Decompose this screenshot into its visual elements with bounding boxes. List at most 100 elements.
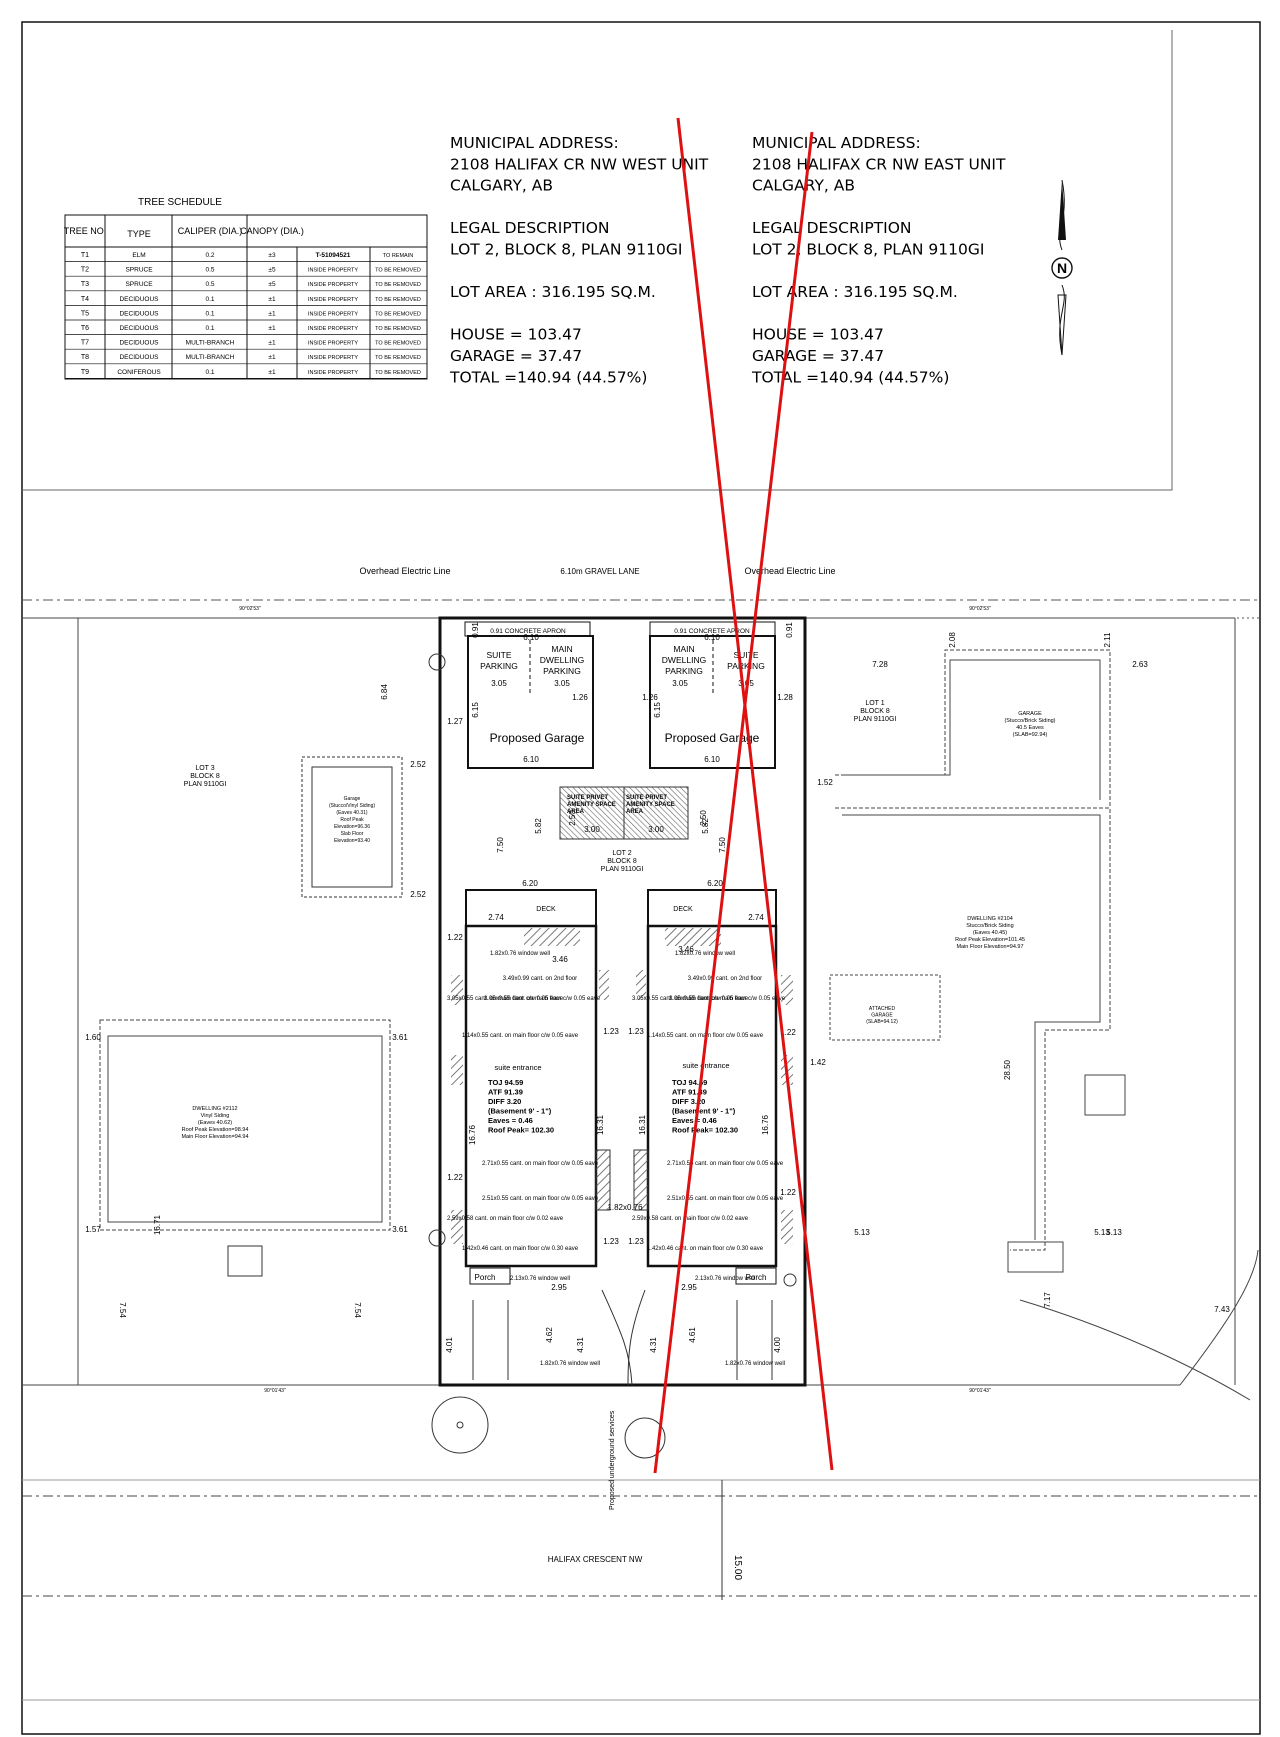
info-line: TOTAL =140.94 (44.57%)	[751, 368, 949, 386]
west-garage-label: Proposed Garage	[490, 731, 585, 745]
dimension-label: 0.91	[785, 622, 794, 638]
dimension-label: 5.82	[534, 818, 543, 834]
note-line: 1.82x0.76 window well	[490, 951, 550, 957]
dimension-label: 4.62	[545, 1327, 554, 1343]
dimension-label: 4.01	[445, 1337, 454, 1353]
gravel-lane: 6.10m GRAVEL LANE Overhead Electric Line…	[22, 566, 1260, 619]
north-arrow-icon: N	[1051, 179, 1073, 356]
tree-type: ELM	[132, 252, 145, 259]
dimension-label: 1.22	[780, 1188, 796, 1197]
dimension-label: 3.46	[552, 955, 568, 964]
text-line: Vinyl Siding	[201, 1113, 230, 1119]
text-line: BLOCK 8	[190, 773, 220, 780]
dimension-label: 6.10	[523, 633, 539, 642]
dimension-label: 2.74	[488, 913, 504, 922]
text-line: BLOCK 8	[607, 858, 637, 865]
tree-action: TO BE REMOVED	[375, 326, 421, 332]
note-line: 1.42x0.46 cant. on main floor c/w 0.30 e…	[647, 1246, 764, 1252]
tree-location: INSIDE PROPERTY	[308, 370, 358, 376]
tree-caliper: 0.1	[205, 369, 214, 376]
dimension-label: 3.61	[392, 1033, 408, 1042]
lane-label: 6.10m GRAVEL LANE	[560, 567, 639, 576]
dimension-label: 1.82x0.76	[607, 1203, 643, 1212]
info-line: TOTAL =140.94 (44.57%)	[449, 368, 647, 386]
info-line: 2108 HALIFAX CR NW WEST UNIT	[450, 155, 709, 173]
header-canopy: CANOPY (DIA.)	[240, 226, 304, 236]
text-line: Eaves = 0.46	[488, 1116, 533, 1125]
tree-caliper: MULTI-BRANCH	[186, 340, 235, 347]
note-line: 2.51x0.55 cant. on main floor c/w 0.05 e…	[667, 1196, 784, 1202]
tree-canopy: ±5	[268, 267, 276, 274]
dimension-label: 1.22	[447, 1173, 463, 1182]
dimension-label: 5.13	[1094, 1228, 1110, 1237]
text-line: LOT 3	[195, 765, 214, 772]
dimension-label: 1.23	[628, 1237, 644, 1246]
north-label: N	[1057, 260, 1067, 276]
dimension-label: 1.27	[447, 717, 463, 726]
tree-caliper: 0.2	[205, 252, 214, 259]
tree-action: TO BE REMOVED	[375, 370, 421, 376]
tree-canopy: ±3	[268, 252, 276, 259]
tree-location: T-51094521	[316, 252, 351, 259]
note-line: 1.82x0.76 window well	[725, 1361, 785, 1367]
note-line: 1.82x0.76 window well	[675, 951, 735, 957]
lot1-garage: GARAGE(Stucco/Brick Siding)40.5 Eaves(SL…	[835, 649, 1111, 808]
info-line: LOT AREA : 316.195 SQ.M.	[450, 283, 656, 301]
tree-no: T8	[81, 354, 89, 361]
dimension-label: 4.61	[688, 1327, 697, 1343]
note-line: 2.71x0.55 cant. on main floor c/w 0.05 e…	[482, 1161, 599, 1167]
info-line: HOUSE = 103.47	[752, 326, 884, 344]
tree-location: INSIDE PROPERTY	[308, 355, 358, 361]
note-line: 3.49x0.99 cant. on 2nd floor	[688, 976, 762, 982]
header-caliper: CALIPER (DIA.)	[178, 226, 243, 236]
info-line: HOUSE = 103.47	[450, 326, 582, 344]
text-line: Eaves = 0.46	[672, 1116, 717, 1125]
text-line: Slab Floor	[341, 831, 364, 837]
tree-canopy: ±1	[268, 310, 276, 317]
note-line: 3.05x0.55 cant. on main floor c/w 0.05 e…	[669, 996, 786, 1002]
west-porch: Porch	[475, 1273, 496, 1282]
title-block-border	[22, 30, 1173, 491]
front-walkways	[472, 1289, 773, 1386]
dimension-label: 1.22	[780, 1028, 796, 1037]
dimension-label: 6.20	[522, 879, 538, 888]
text-line: LOT 1	[865, 700, 884, 707]
tree-no: T6	[81, 325, 89, 332]
concrete-apron: 0.91 CONCRETE APRON 0.91 CONCRETE APRON	[464, 621, 776, 637]
dimension-label: 5.13	[854, 1228, 870, 1237]
text-line: 40.5 Eaves	[1016, 725, 1044, 731]
dimension-label: 7.43	[1214, 1305, 1230, 1314]
dimension-label: 3.46	[678, 945, 694, 954]
tree-type: CONIFEROUS	[117, 369, 161, 376]
text-line: PLAN 9110GI	[184, 781, 227, 788]
text-line: Roof Peak= 102.30	[672, 1126, 738, 1135]
tree-type: DECIDUOUS	[119, 354, 159, 361]
info-line: GARAGE = 37.47	[752, 347, 884, 365]
dimension-label: 1.26	[572, 693, 588, 702]
dimension-label: 1.57	[85, 1225, 101, 1234]
dimension-label: 3.00	[584, 825, 600, 834]
dimension-label: 6.15	[653, 702, 662, 718]
bearing-top-left: 90°02'53"	[239, 606, 261, 612]
east-notes: 1.82x0.76 window well 3.49x0.99 cant. on …	[632, 951, 786, 1367]
text-line: (SLAB=92.94)	[1013, 732, 1048, 738]
neighbour-property-lines	[22, 617, 1260, 1701]
info-line: LOT 2, BLOCK 8, PLAN 9110GI	[450, 241, 682, 259]
tree-caliper: MULTI-BRANCH	[186, 354, 235, 361]
tree-location: INSIDE PROPERTY	[308, 282, 358, 288]
text-line: (Stucco/Brick Siding)	[1004, 718, 1055, 724]
